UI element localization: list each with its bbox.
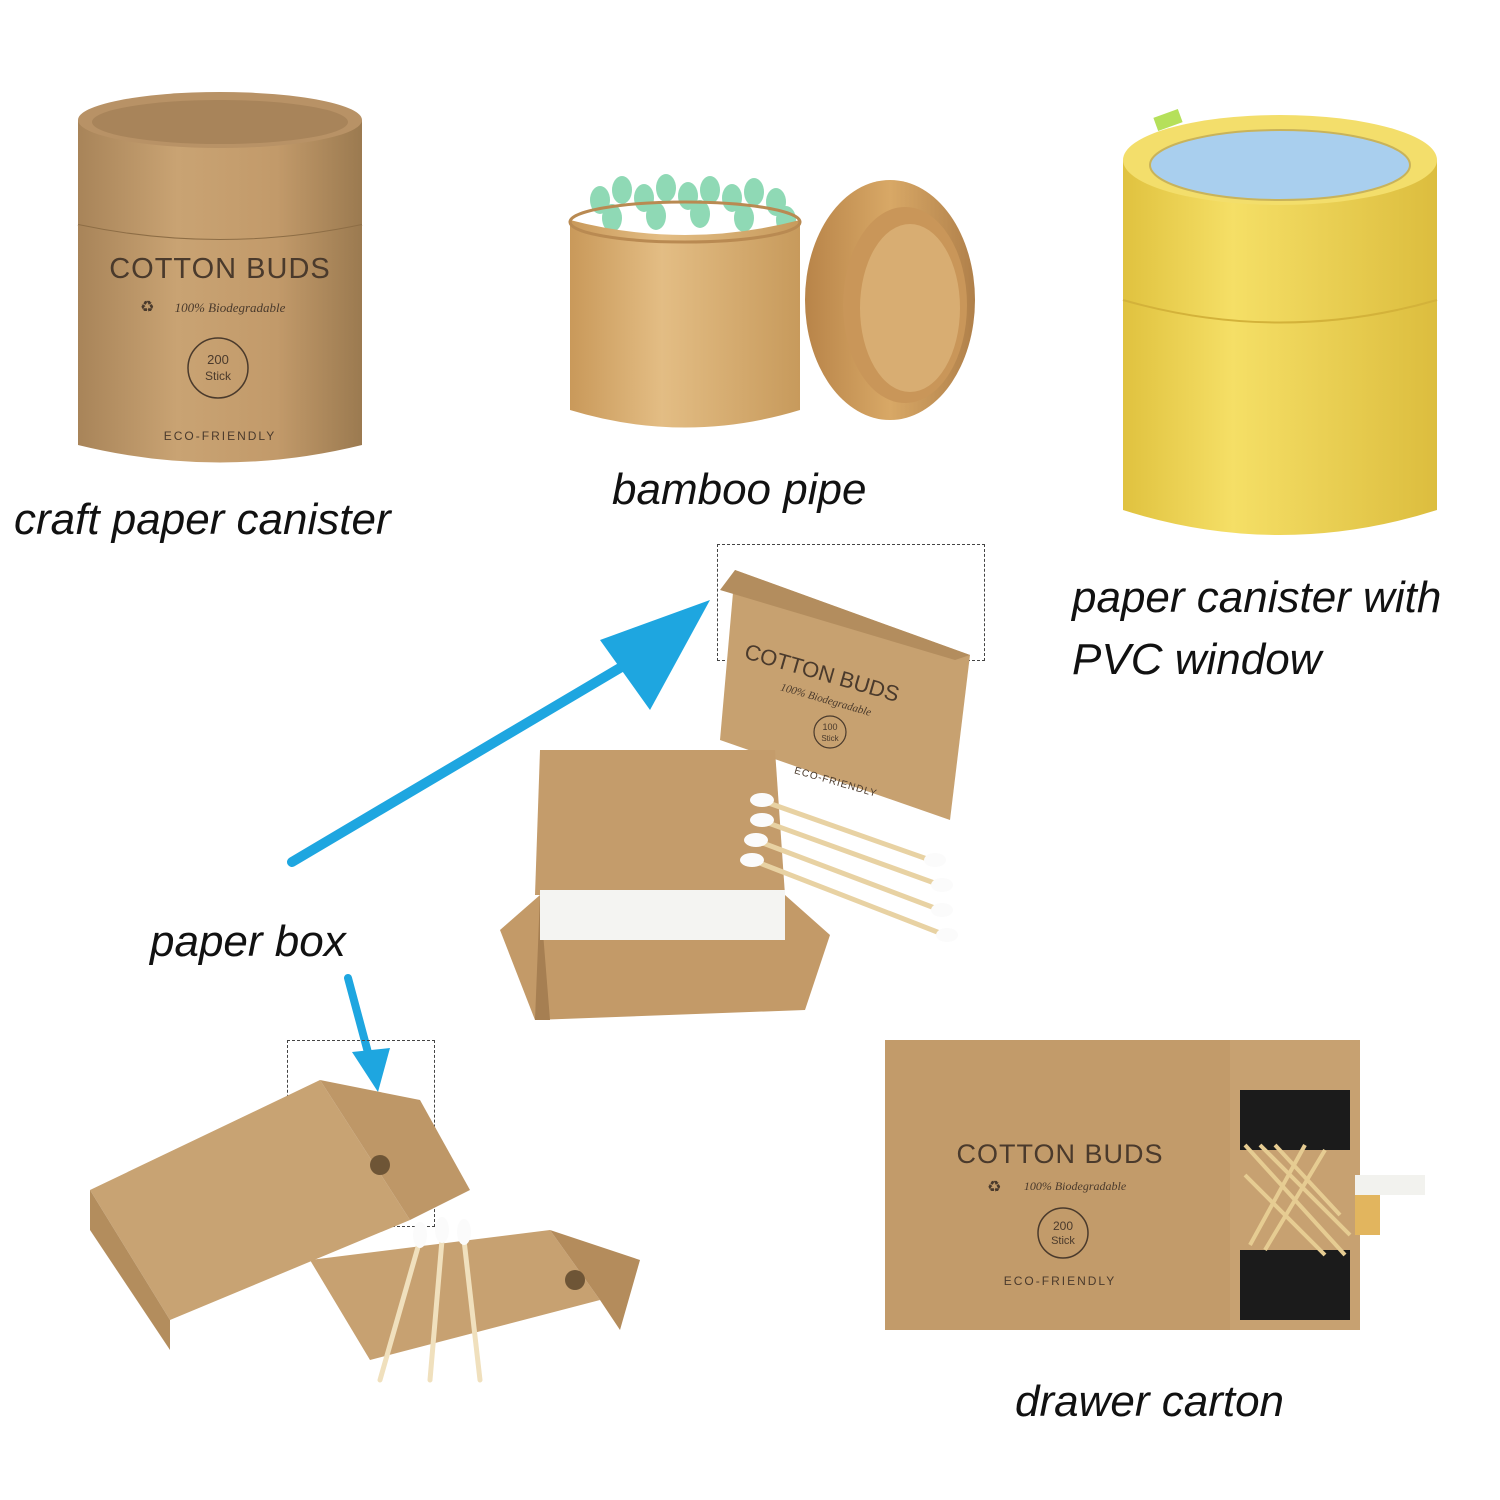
- drawer-brand-text: COTTON BUDS: [956, 1139, 1163, 1169]
- drawer-footer-text: ECO-FRIENDLY: [1004, 1274, 1116, 1288]
- hang-hole-lower: [565, 1270, 585, 1290]
- box-count-number: 100: [822, 722, 837, 732]
- drawer-count-unit: Stick: [1051, 1235, 1075, 1247]
- white-swab-tips: [540, 890, 785, 940]
- recycle-icon: ♻: [140, 299, 154, 316]
- canister-footer-text: ECO-FRIENDLY: [164, 429, 276, 443]
- canister-tagline-text: 100% Biodegradable: [175, 300, 286, 315]
- pvc-window-canister-image: [1122, 108, 1438, 535]
- box-count-unit: Stick: [821, 734, 839, 743]
- caption-craft-paper-canister: craft paper canister: [14, 495, 391, 544]
- caption-pvc-canister-line1: paper canister with: [1072, 573, 1442, 622]
- drawer-count-badge: [1037, 1207, 1089, 1259]
- pvc-window: [1150, 130, 1410, 200]
- arrow-to-box-closeup: [287, 600, 710, 867]
- paper-box-image: COTTON BUDS 100% Biodegradable 100 Stick…: [500, 570, 970, 1020]
- canister-count-number: 200: [207, 352, 229, 367]
- black-swab-tips: [1240, 1090, 1350, 1320]
- craft-paper-canister-image: COTTON BUDS ♻ 100% Biodegradable 200 Sti…: [77, 92, 363, 463]
- caption-drawer-carton: drawer carton: [1015, 1377, 1285, 1426]
- drawer-carton-image: COTTON BUDS ♻ 100% Biodegradable 200 Sti…: [885, 1040, 1425, 1330]
- caption-bamboo-pipe: bamboo pipe: [612, 465, 867, 514]
- drawer-count-number: 200: [1053, 1219, 1073, 1233]
- box-count-badge: [813, 715, 847, 749]
- canister-count-badge: [187, 337, 249, 399]
- drawer-recycle-icon: ♻: [987, 1179, 1001, 1196]
- canister-brand-text: COTTON BUDS: [109, 253, 331, 285]
- bamboo-pipe-image: [568, 174, 975, 428]
- arrow-to-box-side: [344, 974, 390, 1092]
- caption-pvc-canister-line2: PVC window: [1072, 635, 1322, 684]
- canister-count-unit: Stick: [205, 369, 232, 383]
- hang-hole-upper: [370, 1155, 390, 1175]
- paper-box-side-image: [90, 1080, 640, 1383]
- caption-paper-box: paper box: [150, 917, 346, 966]
- drawer-tagline-text: 100% Biodegradable: [1024, 1179, 1127, 1193]
